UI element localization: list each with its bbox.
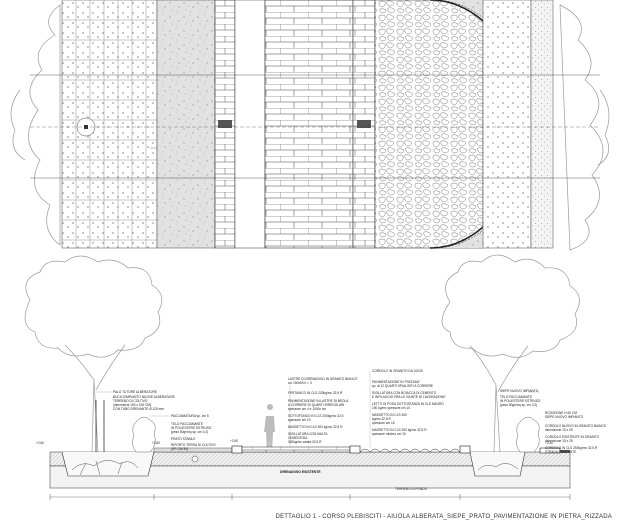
svg-text:BUCA D'IMPIANTO NUOVE ALBERATU: BUCA D'IMPIANTO NUOVE ALBERATURE (113, 395, 175, 399)
svg-text:PALO TUTORE ALBERATURE: PALO TUTORE ALBERATURE (113, 390, 157, 394)
svg-text:kg/mc 32,5 R: kg/mc 32,5 R (372, 417, 391, 421)
drawing-caption: DETTAGLIO 1 - CORSO PLEBISCITI - AIUOLA … (276, 514, 612, 520)
granite-curb-center (349, 445, 361, 454)
svg-text:MASSETTO IN CLS 300 kg/mc 32,5: MASSETTO IN CLS 300 kg/mc 32,5 R (288, 425, 343, 429)
plan-view: SESTO D'IMPIANTO 0,6X,08M(T=1,5 MQ) (10, 0, 610, 251)
tree-outline (597, 89, 610, 166)
svg-text:LETTO DI POSA SOTTOSTANZA IN C: LETTO DI POSA SOTTOSTANZA IN CLS MAGRO (372, 402, 444, 406)
svg-text:CORDOLO IN GRANITO DA 10X25: CORDOLO IN GRANITO DA 10X25 (372, 369, 423, 373)
svg-text:CEMENTIZIA: CEMENTIZIA (288, 436, 308, 440)
svg-text:IN POLIESTERE ESTRUSO: IN POLIESTERE ESTRUSO (171, 426, 212, 430)
svg-text:CORDOLO IN CLS 250kg/mc 32,5 R: CORDOLO IN CLS 250kg/mc 32,5 R (545, 446, 598, 450)
svg-text:SIGILLATURA CON BOIACCA DI CEM: SIGILLATURA CON BOIACCA DI CEMENTO (372, 391, 437, 395)
beola-paving-section (241, 446, 351, 453)
svg-text:sp. di 12 QUARTI SPIALISITI A: sp. di 12 QUARTI SPIALISITI A CORRERE (372, 384, 433, 388)
svg-text:MASSETTO IN CLS 250 kg/mc 32,5: MASSETTO IN CLS 250 kg/mc 32,5 R (372, 428, 427, 432)
granite-curb-left (231, 445, 243, 454)
svg-text:IN POLIESTERE ESTRUSO: IN POLIESTERE ESTRUSO (500, 399, 541, 403)
svg-text:E INFILAGGIO FRA LE GIUNTE DI: E INFILAGGIO FRA LE GIUNTE DI LAVORAZION… (372, 395, 445, 399)
granite-curb-right (459, 445, 471, 454)
svg-text:STRADA ESISTENTE: STRADA ESISTENTE (545, 450, 576, 454)
planting-bed-grid (61, 0, 158, 249)
svg-text:(dimensioni 150 x 150 CM): (dimensioni 150 x 150 CM) (113, 403, 151, 407)
lawn-surface (153, 447, 233, 453)
svg-text:spessore cm 10: spessore cm 10 (288, 418, 311, 422)
svg-text:TERRENO DI COLTIVO: TERRENO DI COLTIVO (113, 399, 148, 403)
tree-canopy-right (441, 254, 580, 358)
svg-text:cm 150x50 h = 3: cm 150x50 h = 3 (288, 381, 312, 385)
drain-grate (357, 120, 371, 128)
section-view: DRENAGGIO ESISTENTE TERRENO DI FONDO +2,… (24, 254, 607, 500)
subsoil-layer (49, 465, 571, 489)
tree-outline (10, 89, 26, 161)
svg-text:spessore minimo cm 15: spessore minimo cm 15 (372, 432, 406, 436)
hedge-left (132, 416, 156, 453)
level-mark: +2,50 (545, 441, 553, 445)
svg-text:RIPORTO TERRA DI COLTIVO: RIPORTO TERRA DI COLTIVO (171, 443, 216, 447)
svg-text:LASTRE DI DRENAGGIO IN GRANITO: LASTRE DI DRENAGGIO IN GRANITO BIANCO (288, 377, 358, 381)
edge-strip (530, 0, 554, 249)
svg-text:dimensione 15 x 25: dimensione 15 x 25 (545, 439, 573, 443)
center-annotations: LASTRE DI DRENAGGIO IN GRANITO BIANCO cm… (288, 377, 358, 447)
level-mark: +2,60 (36, 441, 44, 445)
svg-text:TELO PACCIAMANTE: TELO PACCIAMANTE (171, 422, 203, 426)
drain-grate (218, 120, 232, 128)
svg-text:MASSETTO IN CLS 300: MASSETTO IN CLS 300 (372, 413, 407, 417)
bottom-label-drainage: DRENAGGIO ESISTENTE (280, 470, 321, 474)
existing-road (560, 450, 570, 453)
far-right-annotations: SIEPE NUOVO IMPIANTO TELO PACCIAMANTE IN… (500, 389, 607, 454)
border-strip (234, 0, 266, 249)
svg-text:PACCIAMATURA sp. cm 5: PACCIAMATURA sp. cm 5 (171, 414, 209, 418)
svg-text:(SP. CM 30): (SP. CM 30) (171, 447, 188, 451)
drain-pipe (191, 455, 199, 463)
hedge-strip (482, 0, 532, 249)
tree-outline (28, 4, 61, 246)
tree-trunk-right (469, 345, 529, 453)
svg-text:dimensione 15 x 25: dimensione 15 x 25 (545, 428, 573, 432)
level-mark: +2,60 (152, 441, 160, 445)
hedge-right (516, 416, 540, 453)
human-scale-figure (264, 404, 275, 454)
rizzada-paving (374, 0, 484, 249)
svg-text:CORDOLO NUOVO IN GRANITO BIANC: CORDOLO NUOVO IN GRANITO BIANCO (545, 424, 607, 428)
svg-text:SIGILLATURA CON MALTA: SIGILLATURA CON MALTA (288, 432, 328, 436)
svg-text:150 kg/mc spessore cm 10: 150 kg/mc spessore cm 10 (372, 406, 410, 410)
svg-text:RICINZIONE H 60 CM: RICINZIONE H 60 CM (545, 411, 577, 415)
svg-text:SIEPE NUOVO IMPIANTO: SIEPE NUOVO IMPIANTO (500, 389, 539, 393)
svg-text:CON TUBO DRENANTE Ø 120 mm: CON TUBO DRENANTE Ø 120 mm (113, 407, 164, 411)
bottom-label-subsoil: TERRENO DI FONDO (395, 487, 428, 491)
svg-text:PAVIMENTAZIONE IN LASTRE DI BE: PAVIMENTAZIONE IN LASTRE DI BEOLA (288, 399, 349, 403)
svg-text:A CORRERE DI QUARTI IRREGOLARI: A CORRERE DI QUARTI IRREGOLARI (288, 403, 344, 407)
svg-text:300kg/mc calata 32,5 R: 300kg/mc calata 32,5 R (288, 440, 322, 444)
svg-text:SOTTOFONDO IN CLS 200kg/mc 32,: SOTTOFONDO IN CLS 200kg/mc 32,5 (288, 414, 344, 418)
svg-text:(peso 50gr/mq sp. cm 0,2): (peso 50gr/mq sp. cm 0,2) (500, 403, 537, 407)
tree-pit-right (469, 451, 526, 477)
tree-outline (559, 4, 604, 251)
svg-text:PRATO STABILE: PRATO STABILE (171, 437, 195, 441)
svg-text:(peso 50gr/mq sp. cm 0,2): (peso 50gr/mq sp. cm 0,2) (171, 430, 208, 434)
svg-text:PAVIMENTAZIONE IN "RIZZADA": PAVIMENTAZIONE IN "RIZZADA" (372, 380, 420, 384)
rizzada-section (359, 448, 461, 453)
gravel-strip (156, 0, 216, 249)
svg-text:SIEPE NUOVO IMPIANTO: SIEPE NUOVO IMPIANTO (545, 415, 584, 419)
svg-text:CORDOLO ESISTENTE IN GRANITO: CORDOLO ESISTENTE IN GRANITO (545, 435, 600, 439)
left-annotations: PALO TUTORE ALBERATURE BUCA D'IMPIANTO N… (96, 390, 216, 451)
tree-canopy-left (24, 255, 163, 358)
svg-text:spessore cm 15: spessore cm 15 (372, 421, 395, 425)
stone-paving (264, 0, 354, 249)
svg-text:FERTANICO IN CLS 200kg/mc 32,5: FERTANICO IN CLS 200kg/mc 32,5 R (288, 391, 343, 395)
right-annotations: CORDOLO IN GRANITO DA 10X25 PAVIMENTAZIO… (369, 369, 445, 447)
level-mark: +2,60 (230, 439, 238, 443)
svg-text:spessore cm 4 e 1000x cm: spessore cm 4 e 1000x cm (288, 407, 326, 411)
tree-pit-left (61, 451, 155, 477)
svg-text:TELO PACCIAMANTE: TELO PACCIAMANTE (500, 395, 532, 399)
